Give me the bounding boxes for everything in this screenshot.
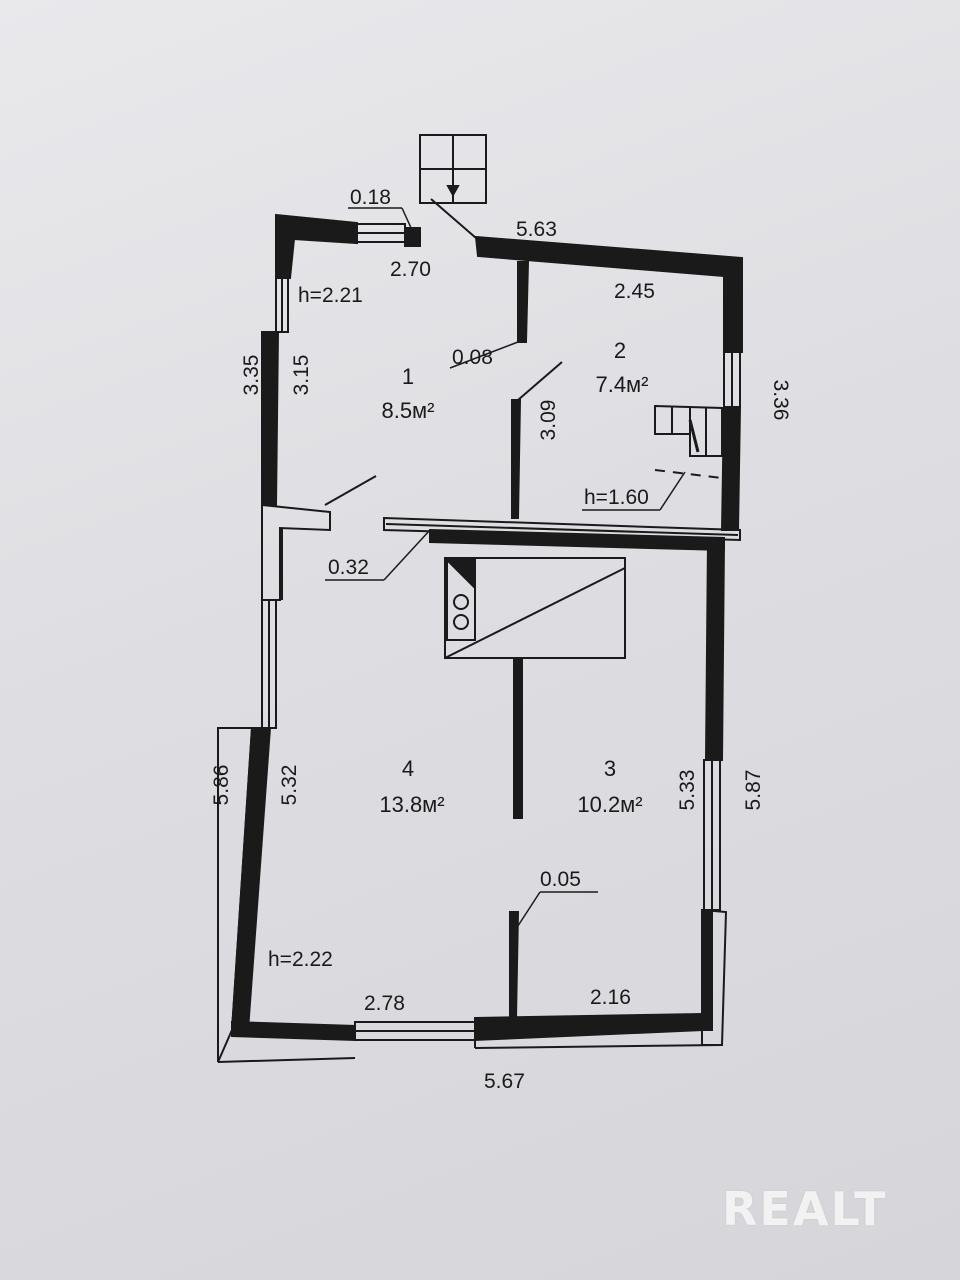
dim-height-room2: h=1.60 bbox=[584, 486, 649, 509]
dim-bottom-right: 2.16 bbox=[590, 986, 631, 1009]
room-4-number: 4 bbox=[402, 756, 414, 781]
room-4-area: 13.8м² bbox=[379, 792, 444, 817]
room-3-area: 10.2м² bbox=[577, 792, 642, 817]
dim-left-inner: 5.32 bbox=[278, 765, 301, 806]
dim-height-room1: h=2.21 bbox=[298, 284, 363, 307]
room-2-area: 7.4м² bbox=[595, 372, 648, 397]
dim-left-outer: 5.86 bbox=[210, 765, 233, 806]
dim-bottom-total: 5.67 bbox=[484, 1070, 525, 1093]
dim-room1-left-inner: 3.15 bbox=[290, 355, 313, 396]
dim-height-room4: h=2.22 bbox=[268, 948, 333, 971]
dim-top-left-wall: 2.70 bbox=[390, 258, 431, 281]
dim-room2-partition: 3.09 bbox=[537, 400, 560, 441]
realt-watermark: REALT bbox=[722, 1182, 888, 1236]
room-3-number: 3 bbox=[604, 756, 616, 781]
dim-partition-thickness: 0.08 bbox=[452, 346, 493, 369]
dim-right-inner: 5.33 bbox=[676, 770, 699, 811]
dim-top-right-wall: 5.63 bbox=[516, 218, 557, 241]
dim-right-outer: 5.87 bbox=[742, 770, 765, 811]
stove bbox=[444, 557, 626, 659]
room-1-number: 1 bbox=[402, 364, 414, 389]
dimension-labels: 0.18 2.70 5.63 2.45 h=2.21 0.08 3.35 3.1… bbox=[210, 186, 792, 1093]
room-1-area: 8.5м² bbox=[381, 398, 434, 423]
dim-bottom-left: 2.78 bbox=[364, 992, 405, 1015]
dim-room2-top: 2.45 bbox=[614, 280, 655, 303]
dim-room2-right: 3.36 bbox=[769, 380, 792, 421]
dim-top-window-frame: 0.18 bbox=[350, 186, 391, 209]
walls bbox=[217, 134, 743, 1063]
dim-partition-bottom: 0.05 bbox=[540, 868, 581, 891]
dim-door-wall: 0.32 bbox=[328, 556, 369, 579]
room-2-number: 2 bbox=[614, 338, 626, 363]
room-labels: 1 8.5м² 2 7.4м² 3 10.2м² 4 13.8м² bbox=[379, 338, 648, 817]
dim-room1-left-outer: 3.35 bbox=[240, 355, 263, 396]
